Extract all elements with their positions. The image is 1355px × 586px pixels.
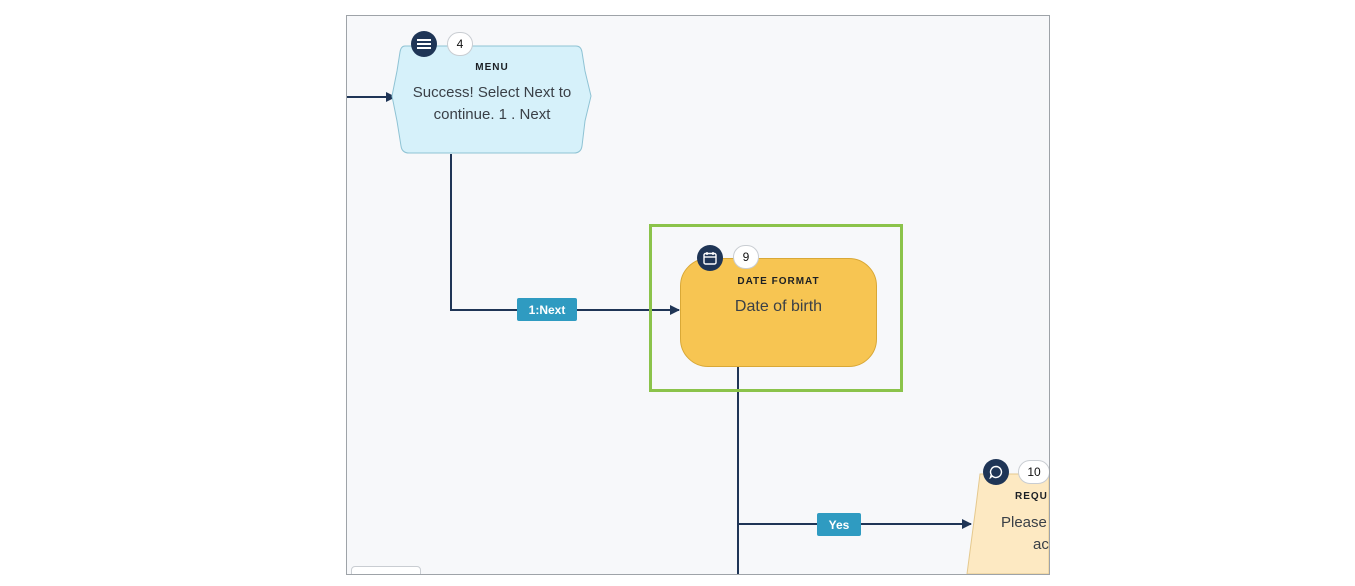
date-node-type: DATE FORMAT xyxy=(737,276,820,287)
menu-node-shape xyxy=(391,45,592,154)
menu-node[interactable] xyxy=(392,46,591,153)
request-node[interactable] xyxy=(967,474,1049,574)
selection-highlight xyxy=(649,224,903,392)
menu-node-type: MENU xyxy=(475,62,509,73)
date-node-text: Date of birth xyxy=(734,298,823,315)
request-node-type: REQU xyxy=(1015,491,1048,502)
date-node-number: 9 xyxy=(733,245,759,269)
flow-edges xyxy=(347,45,1049,574)
flow-canvas[interactable]: 4 MENU Success! Select Next to continue.… xyxy=(346,15,1050,575)
request-node-text-line2: ac xyxy=(1033,536,1049,553)
canvas-control[interactable] xyxy=(351,566,421,574)
menu-node-text: Success! Select Next to continue. 1 . Ne… xyxy=(412,84,572,123)
edge-label-next[interactable]: 1:Next xyxy=(517,298,577,321)
request-node-number: 10 xyxy=(1018,460,1049,484)
menu-node-number: 4 xyxy=(447,32,473,56)
request-node-shape xyxy=(966,473,1049,574)
request-node-text-line1: Please xyxy=(1001,514,1047,531)
chat-bubble-icon xyxy=(983,459,1009,485)
edge-label-yes[interactable]: Yes xyxy=(817,513,861,536)
edge-menu-to-date xyxy=(450,154,680,315)
calendar-icon xyxy=(697,245,723,271)
date-format-node[interactable] xyxy=(680,258,877,367)
menu-list-icon xyxy=(411,31,437,57)
